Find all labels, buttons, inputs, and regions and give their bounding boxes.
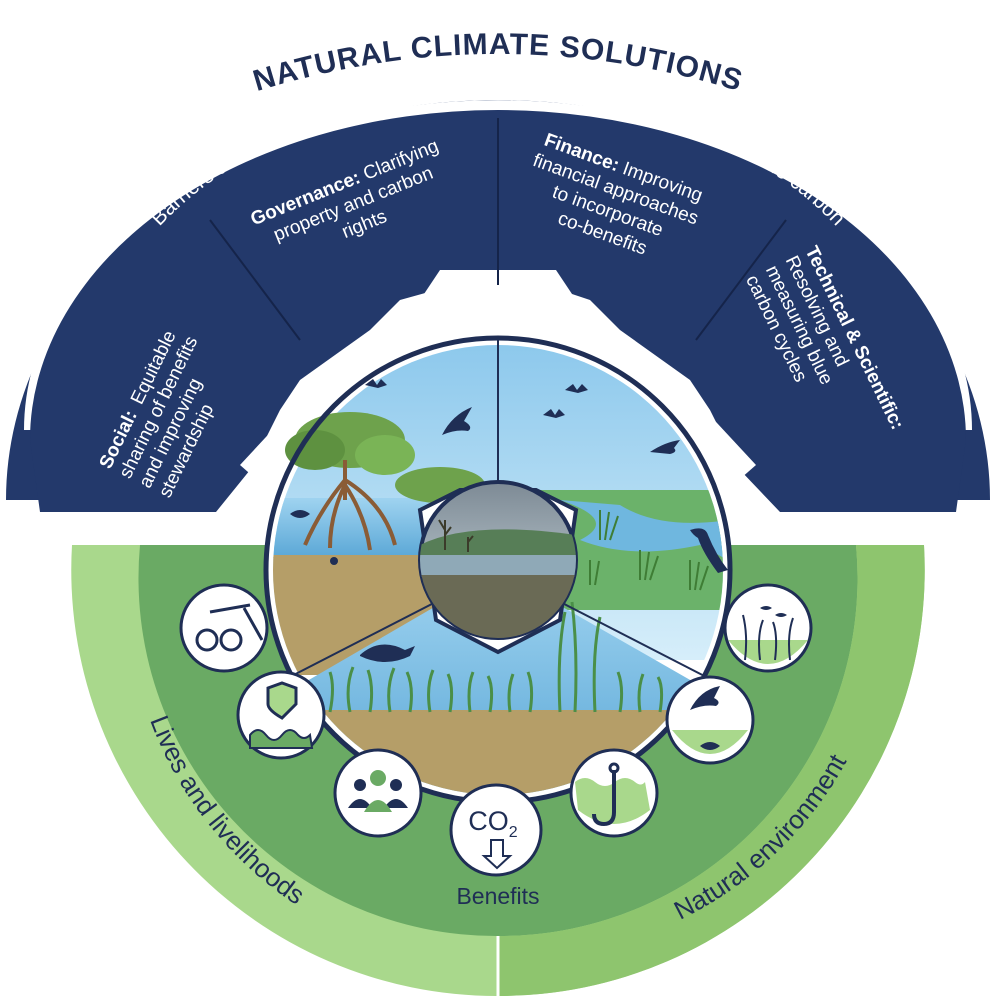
coastal-protection-icon xyxy=(249,681,314,749)
icon-co2: CO2 xyxy=(449,783,543,877)
flying-birds-icon xyxy=(365,379,680,454)
turtle-icon xyxy=(360,644,415,662)
separator-3 xyxy=(695,219,787,341)
lens-contents xyxy=(420,519,576,638)
crab-icon xyxy=(330,557,338,565)
icon-seagrass-fish xyxy=(723,583,813,673)
fishing-binoculars-icon xyxy=(195,603,264,652)
barriers-gear xyxy=(30,110,966,512)
saltmarsh-channel xyxy=(560,500,723,560)
gear-notch-right xyxy=(656,395,756,500)
benefits-label: Benefits xyxy=(456,883,539,909)
icon-fishing-hook xyxy=(569,748,659,838)
icon-coastal-protection xyxy=(236,670,326,760)
icon-community xyxy=(333,748,423,838)
icon-bird-fish xyxy=(665,675,755,765)
seagrass-blades-icon xyxy=(328,601,664,713)
bird-fish-habitat-icon xyxy=(672,686,748,754)
separator-1 xyxy=(209,219,301,341)
seagrass-fish-icon xyxy=(728,606,808,664)
community-icon xyxy=(348,770,408,812)
marsh-grass-icon xyxy=(589,510,709,591)
carbon-sequestration-icon xyxy=(481,839,513,870)
natural-environment-band xyxy=(498,545,925,997)
fishing-hook-icon xyxy=(575,762,650,827)
heron-icon xyxy=(690,528,728,573)
fish-icon xyxy=(290,510,310,518)
icon-fishing-binoculars xyxy=(179,583,269,673)
co2-label: CO2 xyxy=(468,806,518,841)
